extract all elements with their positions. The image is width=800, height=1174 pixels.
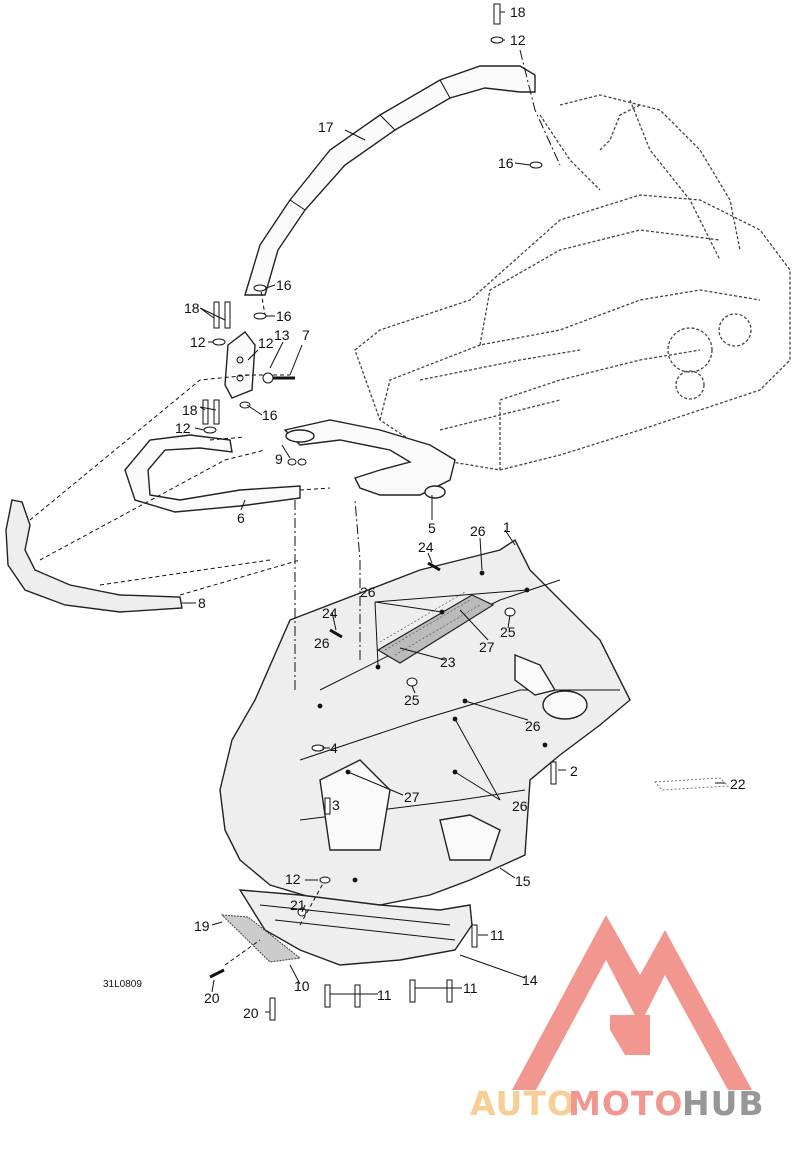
callout-26: 26 [525, 718, 541, 734]
callout-20: 20 [243, 1005, 259, 1021]
callout-2: 2 [570, 763, 578, 779]
callout-15: 15 [515, 873, 531, 889]
watermark-text-3: HUB [682, 1084, 765, 1123]
skid-plate-part [238, 889, 473, 966]
callout-13: 13 [274, 327, 290, 343]
callout-6: 6 [237, 510, 245, 526]
watermark-text-1: AUTO [470, 1084, 576, 1123]
callout-leaders [182, 11, 725, 1013]
callout-27: 27 [479, 639, 495, 655]
chassis-frame [354, 94, 791, 471]
callout-9: 9 [275, 451, 283, 467]
callout-12: 12 [510, 32, 526, 48]
callout-26: 26 [512, 798, 528, 814]
callout-12: 12 [175, 420, 191, 436]
seal-strip-part [653, 777, 730, 791]
handle-bar-part [244, 65, 536, 296]
callout-12: 12 [258, 335, 274, 351]
callout-26: 26 [360, 584, 376, 600]
callout-4: 4 [330, 740, 338, 756]
callout-26: 26 [314, 635, 330, 651]
callout-22: 22 [730, 776, 746, 792]
callout-27: 27 [404, 789, 420, 805]
callout-25: 25 [404, 692, 420, 708]
callout-12: 12 [285, 871, 301, 887]
front-bumper-part [5, 499, 183, 613]
callout-10: 10 [294, 978, 310, 994]
callout-16: 16 [276, 277, 292, 293]
callout-labels: 18 12 17 16 16 16 18 12 12 13 7 18 12 16… [103, 4, 746, 1021]
callout-24: 24 [322, 605, 338, 621]
callout-24: 24 [418, 539, 434, 555]
callout-8: 8 [198, 595, 206, 611]
callout-11: 11 [463, 980, 478, 996]
callout-18: 18 [184, 300, 200, 316]
callout-7: 7 [302, 327, 310, 343]
fasteners [202, 3, 557, 1021]
front-bracket-part [283, 419, 456, 499]
callout-16: 16 [498, 155, 514, 171]
callout-18: 18 [510, 4, 526, 20]
marker-dots [317, 570, 548, 883]
drawing-code: 31L0809 [103, 979, 142, 990]
callout-18: 18 [182, 402, 198, 418]
callout-11: 11 [490, 927, 505, 943]
callout-1: 1 [503, 519, 511, 535]
callout-14: 14 [522, 972, 538, 988]
callout-16: 16 [262, 407, 278, 423]
callout-20: 20 [204, 990, 220, 1006]
assembly-lines [29, 49, 561, 966]
bumper-tube-part [124, 434, 301, 513]
callout-3: 3 [332, 797, 340, 813]
callout-16: 16 [276, 308, 292, 324]
callout-25: 25 [500, 624, 516, 640]
callout-5: 5 [428, 520, 436, 536]
callout-19: 19 [194, 918, 210, 934]
callout-11: 11 [377, 987, 392, 1003]
mounting-plate-part [224, 331, 256, 399]
callout-26: 26 [470, 523, 486, 539]
callout-12: 12 [190, 334, 206, 350]
belly-pan-part [219, 538, 631, 906]
callout-23: 23 [440, 654, 456, 670]
callout-17: 17 [318, 119, 334, 135]
front-grille-part [220, 914, 302, 963]
callout-21: 21 [290, 897, 306, 913]
watermark-text-2: MOTO [568, 1084, 683, 1123]
watermark-logo: AUTO MOTO HUB [470, 915, 765, 1123]
